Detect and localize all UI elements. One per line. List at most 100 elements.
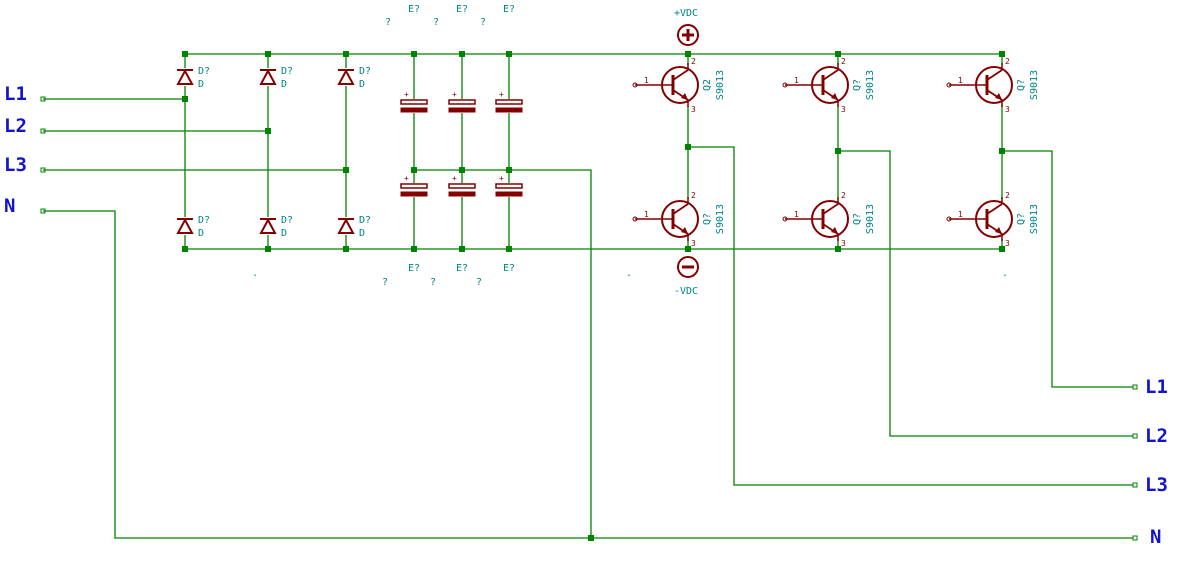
- base-pin-end: [946, 216, 952, 222]
- junction-dot: [265, 128, 271, 134]
- positive-power-label: +VDC: [674, 8, 698, 19]
- pin-emitter-number: 3: [691, 239, 696, 248]
- diode: [337, 68, 355, 86]
- pin-collector-number: 2: [691, 57, 696, 66]
- pin-collector-number: 2: [1005, 57, 1010, 66]
- negative-power-flag: [677, 256, 699, 278]
- base-pin-end: [632, 82, 638, 88]
- cap-plus-sign: +: [404, 174, 409, 183]
- cap-value-top: ?: [433, 17, 439, 28]
- diode-value: D: [359, 79, 365, 90]
- electrolytic-capacitor: [447, 99, 477, 113]
- diode-body: [176, 217, 194, 234]
- cap-ref-bottom: E?: [408, 263, 420, 274]
- transistor-collector: [986, 69, 1003, 81]
- junction-dot: [685, 246, 691, 252]
- cap-plate-neg: [400, 107, 428, 113]
- cap-plus-sign: +: [404, 90, 409, 99]
- pin-collector-number: 2: [841, 191, 846, 200]
- diode-gap: [339, 68, 353, 86]
- junction-dot: [265, 246, 271, 252]
- npn-transistor: [632, 63, 699, 107]
- diode-body: [337, 217, 355, 234]
- input-port-n: N: [4, 195, 15, 217]
- electrolytic-capacitor: [447, 183, 477, 197]
- cap-plate-neg: [400, 191, 428, 197]
- junction-dot: [182, 51, 188, 57]
- pin-base-number: 1: [958, 76, 963, 85]
- output-port-l2: L2: [1145, 425, 1168, 447]
- pin-collector-number: 2: [691, 191, 696, 200]
- electrolytic-capacitor: [399, 183, 429, 197]
- cap-plate-neg: [495, 107, 523, 113]
- base-pin-end: [782, 82, 788, 88]
- wires: [40, 53, 1138, 541]
- diode: [259, 68, 277, 86]
- junction-dot: [411, 51, 417, 57]
- cap-plate-neg: [448, 107, 476, 113]
- npn-transistor: [782, 197, 849, 241]
- junction-dot: [182, 246, 188, 252]
- cap-plus-sign: +: [452, 90, 457, 99]
- pin-collector-number: 2: [841, 57, 846, 66]
- diode-value: D: [281, 79, 287, 90]
- negative-power-label: -VDC: [674, 286, 698, 297]
- transistor-ref: Q2: [702, 79, 713, 91]
- junctions: [182, 51, 1005, 541]
- cap-plus-sign: +: [452, 174, 457, 183]
- diode-ref: D?: [359, 66, 371, 77]
- junction-dot: [265, 51, 271, 57]
- diode-ref: D?: [198, 215, 210, 226]
- junction-dot: [343, 167, 349, 173]
- diode-gap: [339, 217, 353, 235]
- port-pin: [1132, 482, 1138, 488]
- transistor-collector: [672, 69, 689, 81]
- port-pin: [1132, 433, 1138, 439]
- diode-body: [259, 217, 277, 234]
- pin-base-number: 1: [794, 76, 799, 85]
- junction-dot: [182, 96, 188, 102]
- emitter-arrow: [995, 227, 1002, 234]
- cap-plate-pos: [400, 183, 428, 189]
- transistor-value: S9013: [715, 204, 726, 234]
- junction-dot: [459, 167, 465, 173]
- cap-plate-pos: [495, 99, 523, 105]
- pin-collector-number: 2: [1005, 191, 1010, 200]
- junction-dot: [343, 51, 349, 57]
- emitter-arrow: [831, 227, 838, 234]
- cap-plus-sign: +: [499, 174, 504, 183]
- diode-body: [259, 68, 277, 85]
- npn-transistor: [946, 63, 1013, 107]
- port-pin: [1132, 535, 1138, 541]
- transistor-collector: [822, 69, 839, 81]
- pin-base-number: 1: [794, 210, 799, 219]
- transistor-collector: [986, 203, 1003, 215]
- midpoint-neutral-wire: [414, 169, 592, 538]
- junction-dot: [506, 246, 512, 252]
- stray-dot: .: [252, 268, 258, 279]
- base-pin-end: [782, 216, 788, 222]
- stray-dot: .: [1002, 268, 1008, 279]
- diode-value: D: [281, 228, 287, 239]
- diode-body: [337, 68, 355, 85]
- diode-value: D: [198, 228, 204, 239]
- junction-dot: [411, 167, 417, 173]
- transistor-ref: Q?: [702, 213, 713, 225]
- cap-ref-top: E?: [456, 4, 468, 15]
- base-pin-end: [946, 82, 952, 88]
- junction-dot: [835, 148, 841, 154]
- junction-dot: [999, 51, 1005, 57]
- diode: [337, 217, 355, 235]
- diode: [176, 68, 194, 86]
- pin-emitter-number: 3: [841, 239, 846, 248]
- cap-plate-pos: [495, 183, 523, 189]
- emitter-arrow: [681, 227, 688, 234]
- cap-value-bottom: ?: [382, 277, 388, 288]
- diode-gap: [261, 217, 275, 235]
- transistor-ref: Q?: [852, 79, 863, 91]
- junction-dot: [685, 51, 691, 57]
- cap-value-bottom: ?: [430, 277, 436, 288]
- diode-gap: [178, 217, 192, 235]
- electrolytic-capacitor: [494, 99, 524, 113]
